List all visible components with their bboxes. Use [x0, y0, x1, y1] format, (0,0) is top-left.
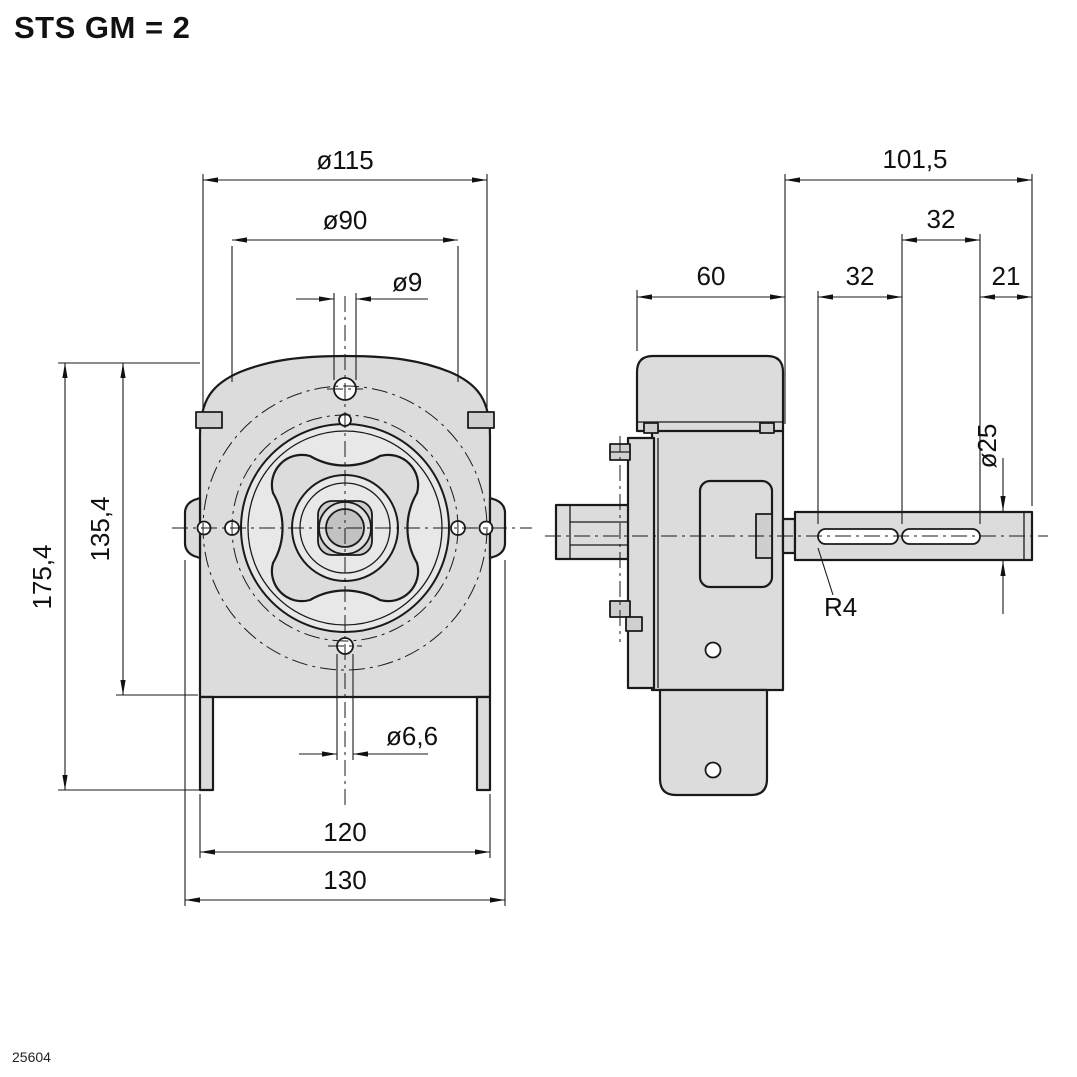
dim-60-label: 60	[697, 261, 726, 291]
flange-bolt-bottom2	[625, 616, 643, 632]
dim-21-label: 21	[992, 261, 1021, 291]
dim-66: ø6,6	[299, 654, 438, 760]
dim-32-upper-label: 32	[927, 204, 956, 234]
side-view: 101,5 32 60 32 21 ø25	[545, 144, 1048, 797]
ear-left	[183, 496, 202, 560]
bolt-circle-90	[231, 414, 459, 642]
corner-tab-right	[467, 411, 495, 429]
dim-25: ø25	[972, 424, 1006, 614]
dim-60: 60	[636, 261, 785, 351]
top-cap	[635, 354, 785, 433]
dim-115: ø115	[202, 145, 488, 410]
dim-25-label: ø25	[972, 424, 1002, 469]
dim-115-label: ø115	[316, 145, 373, 175]
front-view: ø115 ø90 ø9 175,4 135,4	[27, 145, 532, 906]
body-hole	[704, 641, 722, 659]
dim-r4: R4	[817, 547, 857, 622]
lower-bracket	[658, 688, 769, 797]
dim-1015-label: 101,5	[882, 144, 947, 174]
dim-1754: 175,4	[27, 362, 200, 791]
corner-tab-left	[195, 411, 223, 429]
dim-1354: 135,4	[85, 363, 198, 696]
dim-r4-label: R4	[824, 592, 857, 622]
dim-1015: 101,5	[784, 144, 1033, 506]
dim-32-upper: 32	[901, 204, 981, 524]
dim-9: ø9	[296, 267, 428, 380]
dim-32-lower-label: 32	[846, 261, 875, 291]
dim-9-label: ø9	[392, 267, 422, 297]
leg-right	[475, 695, 492, 792]
input-shaft	[554, 503, 639, 561]
dim-90: ø90	[231, 205, 459, 382]
keyway-slot-2	[901, 528, 981, 545]
cap-screw-left	[643, 422, 659, 434]
drawing-title: STS GM = 2	[14, 10, 191, 45]
dim-130-label: 130	[323, 865, 366, 895]
dim-32-lower: 32	[817, 261, 902, 524]
cap-screw-right	[759, 422, 775, 434]
leg-left	[198, 695, 215, 792]
dim-120: 120	[199, 794, 491, 858]
dim-120-label: 120	[323, 817, 366, 847]
dim-90-label: ø90	[323, 205, 368, 235]
bracket-hole	[704, 761, 722, 779]
drawing-number: 25604	[12, 1049, 51, 1065]
mounting-flange	[626, 436, 656, 690]
dim-1354-label: 135,4	[85, 496, 115, 561]
dim-1754-label: 175,4	[27, 544, 57, 609]
dim-66-label: ø6,6	[386, 721, 438, 751]
bolt-circle-115	[202, 385, 488, 671]
dim-130: 130	[184, 560, 506, 906]
dim-21: 21	[980, 261, 1032, 300]
